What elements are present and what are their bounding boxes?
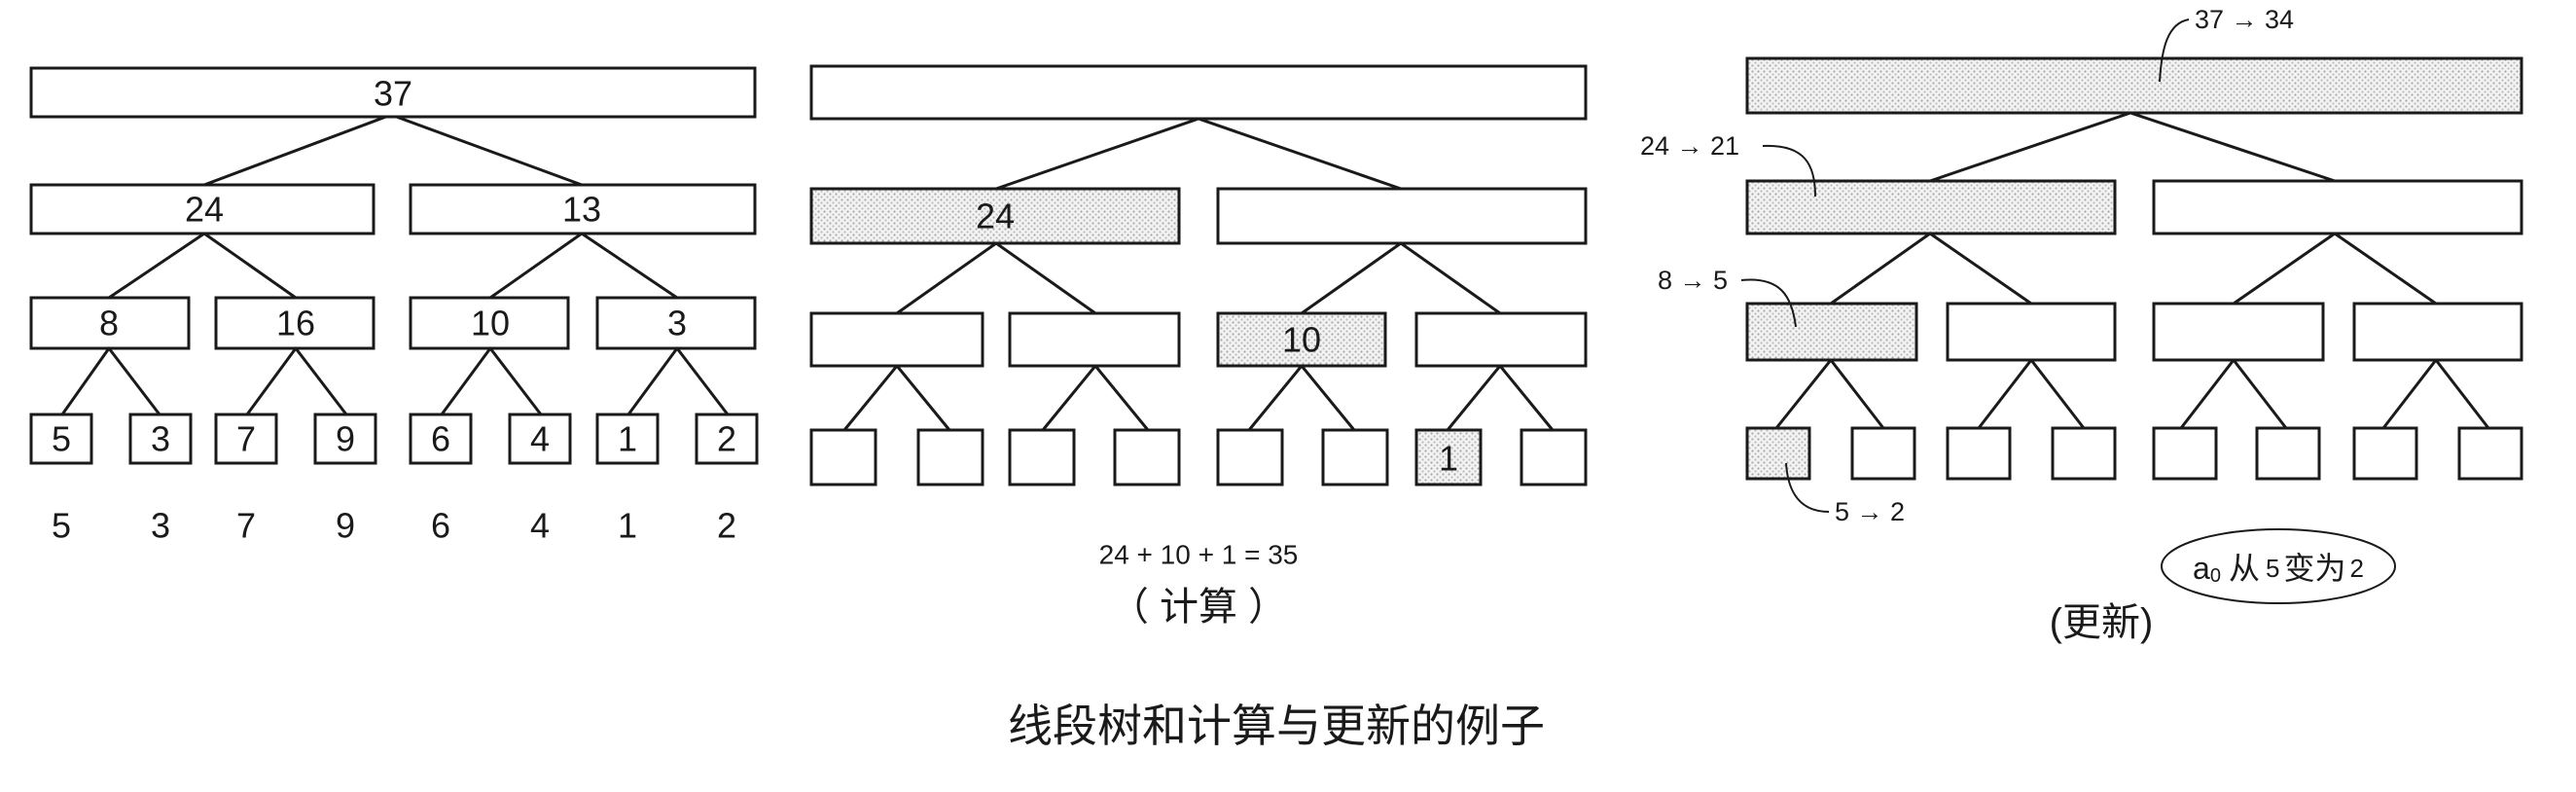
update-leaf-6 — [2255, 426, 2321, 481]
tree-leaf-5 — [409, 413, 473, 465]
compute-node-l2-3 — [1216, 311, 1387, 368]
tree-root-value: 37 — [374, 74, 412, 114]
update-leaf-1 — [1745, 426, 1811, 481]
array-value-4: 9 — [336, 506, 355, 546]
update-node-l1-left — [1745, 179, 2117, 235]
root-change-label: 37 → 34 — [2195, 5, 2294, 34]
update-caption: (更新) — [2050, 601, 2154, 644]
compute-node-l1-right — [1216, 187, 1588, 245]
compute-node-l2-1 — [809, 311, 984, 368]
tree-node-l1-left-value: 24 — [185, 190, 224, 230]
tree-leaf-6-value: 4 — [530, 419, 550, 459]
tree-root-node — [29, 66, 757, 119]
update-note-var: a — [2193, 551, 2210, 586]
update-note-sub: 0 — [2210, 565, 2221, 587]
root-change-leader — [2159, 18, 2190, 83]
array-value-7: 1 — [618, 506, 637, 546]
l1-change-leader — [1762, 144, 1816, 198]
compute-node-10-value: 10 — [1282, 320, 1321, 360]
tree-node-l1-right — [409, 183, 757, 235]
array-value-3: 7 — [236, 506, 256, 546]
tree-node-l2-1 — [29, 296, 191, 350]
tree-leaf-4-value: 9 — [336, 419, 355, 459]
update-note-bubble — [2161, 528, 2396, 604]
tree-node-l2-1-value: 8 — [99, 304, 119, 343]
tree-leaf-7 — [595, 413, 660, 465]
compute-node-l2-4 — [1414, 311, 1588, 368]
compute-panel: 24 10 1 24 + 10 + 1 = 35 （ 计算 ） — [809, 64, 1588, 629]
update-root-node — [1745, 56, 2523, 115]
tree-leaf-8-value: 2 — [717, 419, 736, 459]
update-leaf-5 — [2152, 426, 2218, 481]
compute-node-l2-2 — [1008, 311, 1181, 368]
compute-caption: （ 计算 ） — [1110, 586, 1287, 629]
tree-node-l1-left — [29, 183, 376, 235]
compute-leaf-3 — [1008, 428, 1076, 486]
tree-leaf-8 — [695, 413, 759, 465]
update-node-l2-4 — [2352, 302, 2523, 362]
update-leaf-7 — [2352, 426, 2418, 481]
compute-leaf-5 — [1216, 428, 1284, 486]
compute-edges — [842, 117, 1555, 431]
tree-leaf-3 — [214, 413, 278, 465]
compute-leaf-2 — [916, 428, 984, 486]
l1-change-label: 24 → 21 — [1640, 131, 1739, 161]
tree-node-l2-4-value: 3 — [667, 304, 687, 343]
tree-leaf-5-value: 6 — [431, 419, 450, 459]
array-value-6: 4 — [530, 506, 550, 546]
compute-leaf-1 — [809, 428, 877, 486]
compute-leaf-8 — [1520, 428, 1588, 486]
tree-node-l2-2-value: 16 — [276, 304, 315, 343]
update-node-l2-1 — [1745, 302, 1918, 362]
tree-edges — [60, 113, 730, 415]
update-edges — [1774, 111, 2490, 429]
array-value-1: 5 — [52, 506, 71, 546]
array-value-8: 2 — [717, 506, 736, 546]
tree-node-l2-3-value: 10 — [471, 304, 510, 343]
tree-node-l2-2 — [214, 296, 376, 350]
update-leaf-2 — [1850, 426, 1916, 481]
tree-leaf-7-value: 1 — [618, 419, 637, 459]
update-node-l1-right — [2152, 179, 2523, 235]
array-value-2: 3 — [151, 506, 170, 546]
leaf-change-label: 5 → 2 — [1835, 497, 1905, 526]
update-note-val-from: 5 — [2266, 554, 2279, 583]
tree-leaf-4 — [313, 413, 377, 465]
figure-caption: 线段树和计算与更新的例子 — [1008, 700, 1545, 752]
update-note-change: 变为 — [2283, 551, 2345, 586]
leaf-change-leader — [1785, 462, 1830, 513]
update-note-from: 从 — [2229, 551, 2260, 586]
l2-change-leader — [1740, 278, 1797, 328]
update-leaf-3 — [1946, 426, 2012, 481]
update-leaf-8 — [2457, 426, 2523, 481]
tree-leaf-1-value: 5 — [52, 419, 71, 459]
tree-leaf-2 — [128, 413, 193, 465]
tree-node-l1-right-value: 13 — [562, 190, 601, 230]
compute-formula: 24 + 10 + 1 = 35 — [1099, 540, 1299, 570]
compute-root-node — [809, 64, 1588, 121]
tree-leaf-1 — [29, 413, 93, 465]
update-node-l2-3 — [2152, 302, 2325, 362]
tree-leaf-3-value: 7 — [236, 419, 256, 459]
tree-node-l2-3 — [409, 296, 570, 350]
compute-node-l1-left — [809, 187, 1181, 245]
update-node-l2-2 — [1946, 302, 2117, 362]
compute-node-24-value: 24 — [976, 197, 1015, 236]
array-value-5: 6 — [431, 506, 450, 546]
compute-leaf-7 — [1414, 428, 1483, 486]
tree-node-l2-4 — [595, 296, 757, 350]
tree-leaf-6 — [508, 413, 572, 465]
update-leaf-4 — [2051, 426, 2117, 481]
compute-leaf-4 — [1113, 428, 1181, 486]
tree-panel: 37 24 13 8 16 10 3 5 3 7 9 6 4 1 2 5 3 7 — [29, 66, 759, 546]
compute-leaf-6 — [1321, 428, 1389, 486]
l2-change-label: 8 → 5 — [1658, 266, 1728, 295]
update-note-val-to: 2 — [2349, 554, 2363, 583]
compute-leaf-1-value: 1 — [1439, 439, 1458, 479]
tree-leaf-2-value: 3 — [151, 419, 170, 459]
